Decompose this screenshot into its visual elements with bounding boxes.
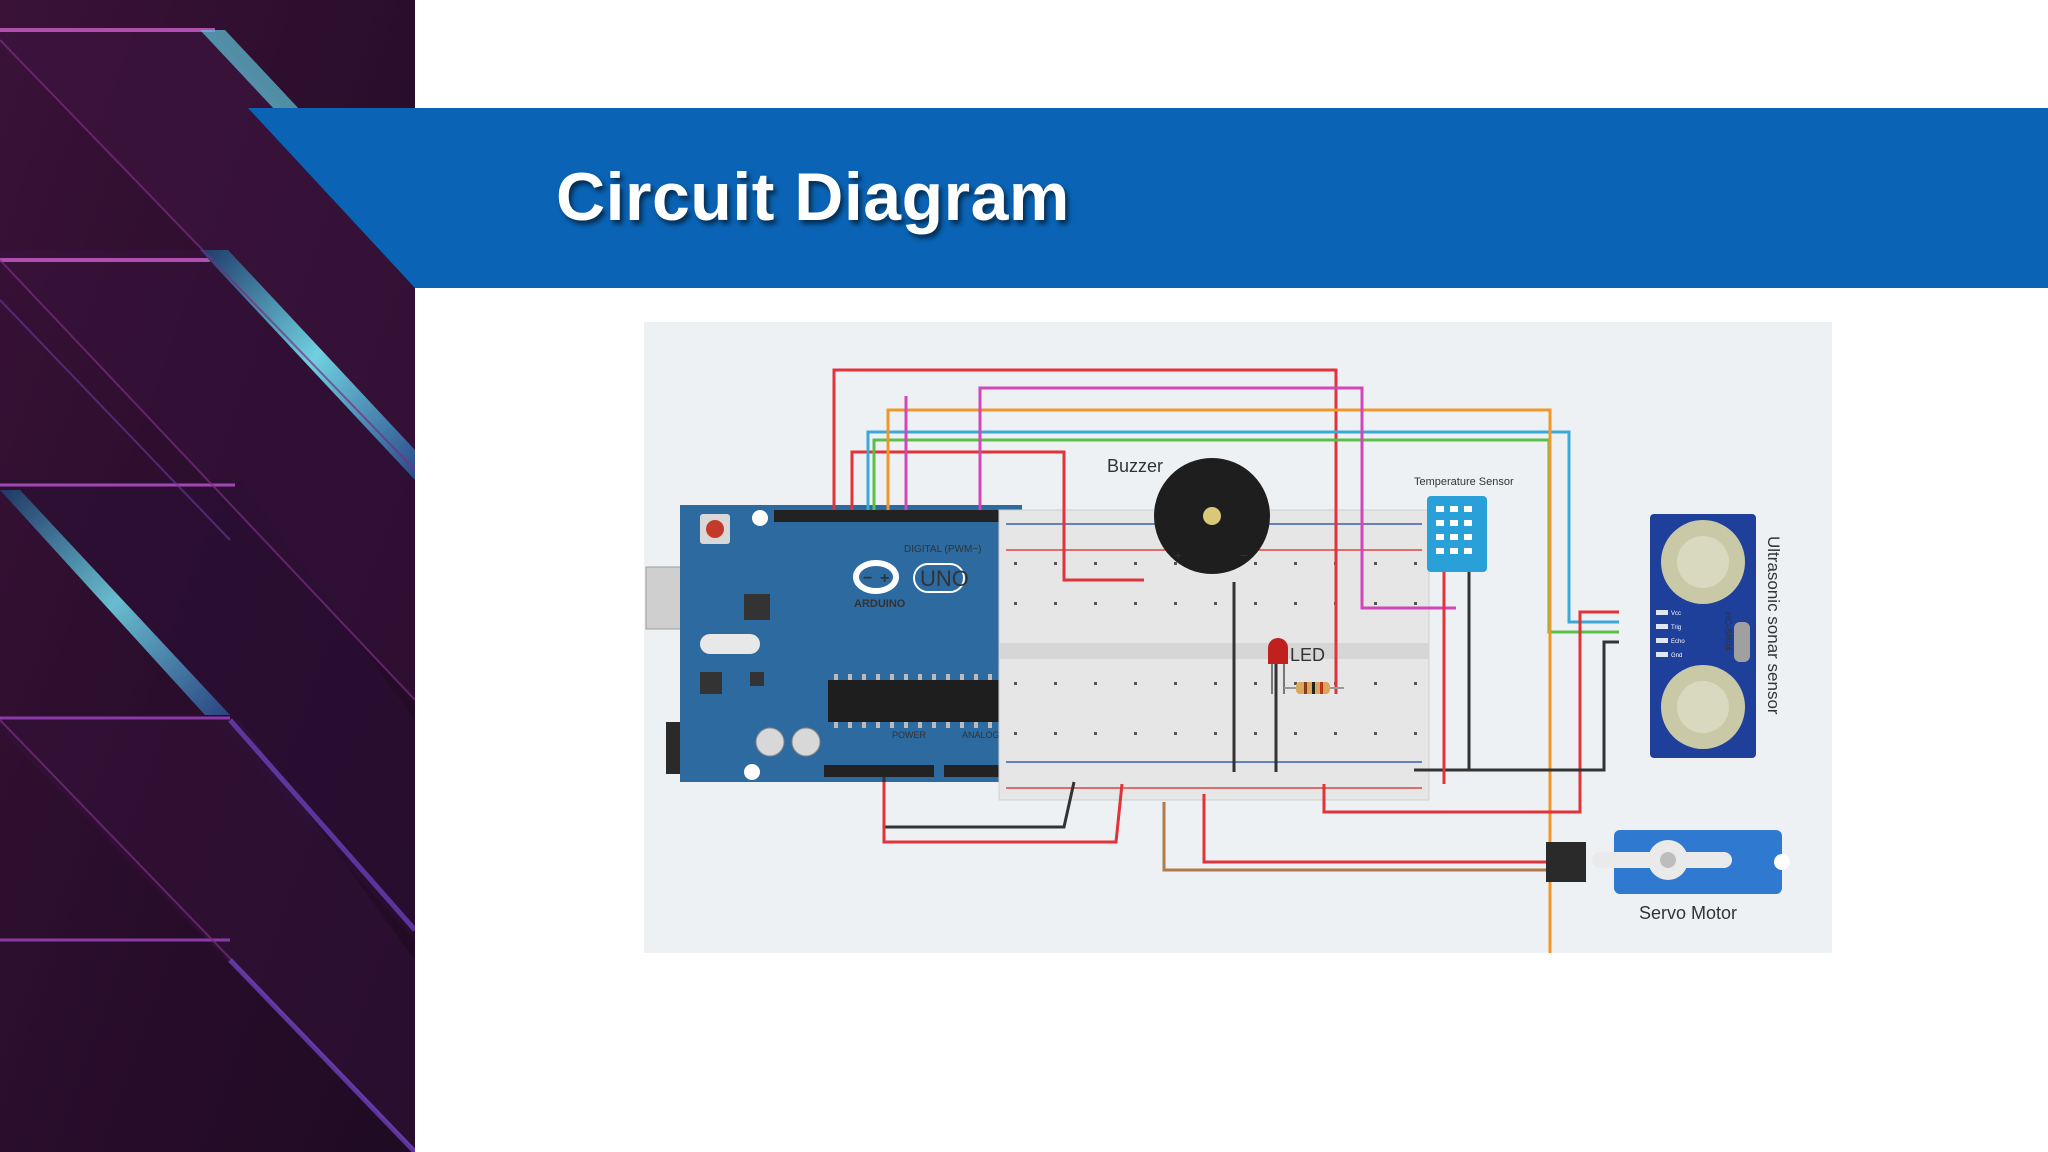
sensor-model: HC-SR04 xyxy=(1723,612,1733,651)
buzzer-component: + − xyxy=(1154,458,1270,574)
circuit-diagram: − + UNO ARDUINO DIGITAL (PWM~) POWER ANA… xyxy=(644,322,1832,953)
ultrasonic-label: Ultrasonic sonar sensor xyxy=(1764,536,1783,715)
svg-text:−: − xyxy=(1240,547,1248,563)
sensor-pin-vcc: Vcc xyxy=(1671,611,1681,617)
servo-motor-component xyxy=(1546,830,1790,894)
board-analog-label: ANALOG IN xyxy=(962,730,1011,740)
buzzer-label: Buzzer xyxy=(1107,456,1163,476)
slide-title: Circuit Diagram xyxy=(556,159,1070,235)
board-power-label: POWER xyxy=(892,730,927,740)
ultrasonic-sensor-component: HC-SR04 Vcc Trig Echo Gnd xyxy=(1650,514,1756,758)
board-model: UNO xyxy=(920,566,969,591)
servo-label: Servo Motor xyxy=(1639,903,1737,923)
decorative-side-panel xyxy=(0,0,415,1152)
led-label: LED xyxy=(1290,645,1325,665)
arduino-uno-board: − + UNO ARDUINO DIGITAL (PWM~) POWER ANA… xyxy=(645,505,1039,797)
svg-text:+: + xyxy=(880,570,889,587)
wires xyxy=(832,368,1619,953)
sensor-pin-echo: Echo xyxy=(1671,639,1685,645)
svg-text:+: + xyxy=(1174,547,1182,563)
temperature-sensor-component xyxy=(1427,496,1487,572)
board-brand: ARDUINO xyxy=(854,598,906,610)
temperature-sensor-label: Temperature Sensor xyxy=(1414,476,1514,488)
sensor-pin-gnd: Gnd xyxy=(1671,653,1682,659)
board-digital-label: DIGITAL (PWM~) xyxy=(904,544,982,555)
svg-text:−: − xyxy=(863,570,872,587)
sensor-pin-trig: Trig xyxy=(1671,625,1681,631)
resistor-component xyxy=(1284,682,1344,694)
